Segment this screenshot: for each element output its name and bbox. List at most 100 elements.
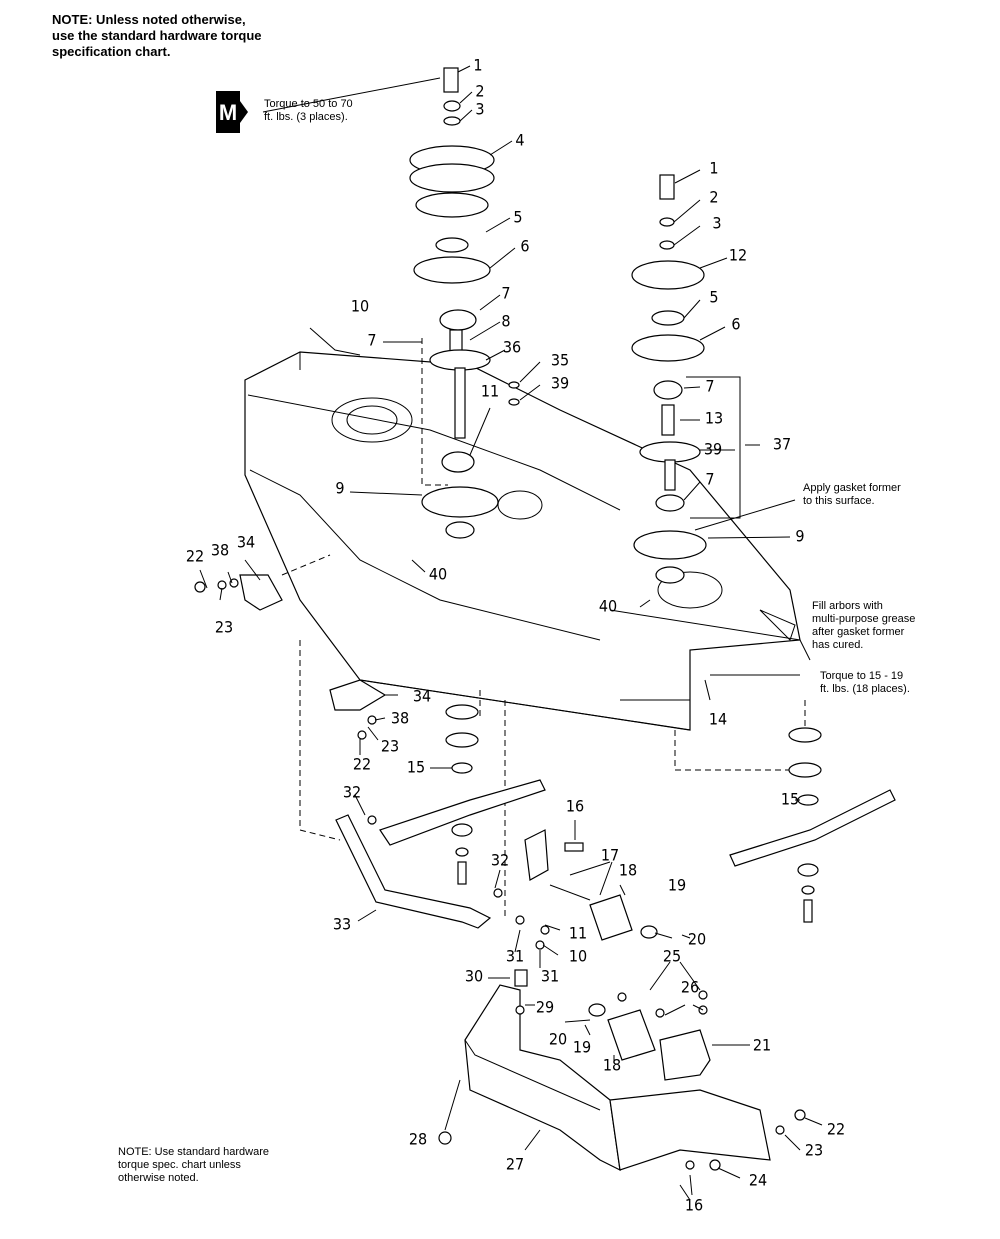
part-label-arbor-assembly-left: 36 [503,338,521,357]
bottom-note-line-3: otherwise noted. [118,1172,199,1184]
top-note-line-1: NOTE: Unless noted otherwise, [52,12,246,27]
part-label-mower-deck: 35 [551,351,569,370]
left-spindle-stack [409,67,520,539]
part-label-bracket-upper: 34 [237,533,255,552]
part-label-bolt-left: 1 [473,56,482,75]
m-torque-icon: M [216,91,248,133]
part-label-bolt-shield-bottom: 16 [685,1196,703,1215]
callout-torque-50-70: Torque to 50 to 70 ft. lbs. (3 places). [264,98,353,124]
part-label-roller-upper: 18 [619,861,637,880]
part-label-bearing-left-upper: 7 [501,284,510,303]
part-label-spindle-flange-right: 39 [704,440,722,459]
callout-gasket-line-1: Apply gasket former [803,482,901,494]
part-label-double-pulley: 4 [515,131,524,150]
part-label-washer-top: 10 [351,297,369,316]
brackets-left [194,554,387,740]
roller-upper-parts [515,829,658,950]
link-arm-parts [335,814,503,929]
part-label-housing-top-right: 6 [731,315,740,334]
part-label-bolt-shield: 28 [409,1130,427,1149]
part-label-lockwasher-bracket-upper: 23 [215,618,233,637]
top-note-line-2: use the standard hardware torque [52,28,262,43]
part-label-housing-bottom-left: 9 [335,479,344,498]
bottom-note-line-2: torque spec. chart unless [118,1159,241,1171]
part-label-housing-top-left: 6 [520,237,529,256]
part-label-bolt-roller-bracket: 16 [566,797,584,816]
part-label-bracket-lower: 34 [413,687,431,706]
part-label-axle-pins: 17 [601,846,619,865]
part-label-fitting-left: 40 [429,565,447,584]
part-label-lockwasher-shield: 23 [805,1141,823,1160]
part-label-blade-bolt-right: 15 [781,790,799,809]
callout-arbors-line-3: after gasket former [812,626,905,638]
part-label-nut-top: 11 [481,382,499,401]
part-label-nut-mid: 11 [569,924,587,943]
part-label-washer-mid-3: 31 [541,967,559,986]
top-note-line-3: specification chart. [52,44,171,59]
part-label-spindle-right: 13 [705,409,723,428]
part-label-bolt-arm-lower: 32 [491,851,509,870]
m-badge-letter: M [219,100,237,125]
part-label-washer-bracket-upper: 38 [211,541,229,560]
part-label-washer-mid: 31 [506,947,524,966]
callout-arbors-line-4: has cured. [812,639,864,651]
callout-torque-50-70-line-2: ft. lbs. (3 places). [264,111,348,123]
part-label-housing-bottom-right: 9 [795,527,804,546]
right-spindle-stack [631,174,741,584]
callout-arbors-line-1: Fill arbors with [812,600,883,612]
callout-gasket: Apply gasket former to this surface. [803,482,901,508]
part-label-bolt-right: 1 [709,159,718,178]
part-label-screw-clip: 29 [536,998,554,1017]
part-label-washer-right: 3 [712,214,721,233]
callout-gasket-line-2: to this surface. [803,495,875,507]
part-label-washer-bracket-lower: 38 [391,709,409,728]
part-label-nut-bracket-lower: 22 [353,755,371,774]
part-label-link-arm: 33 [333,915,351,934]
part-label-lockwasher-bracket-lower: 23 [381,737,399,756]
bottom-note-line-1: NOTE: Use standard hardware [118,1146,270,1158]
callout-torque-15-19-line-1: Torque to 15 - 19 [820,670,904,682]
part-label-nut-shield: 22 [827,1120,845,1139]
part-label-spacer-left: 5 [513,208,522,227]
part-label-single-pulley: 12 [729,246,747,265]
part-label-washers-roller-bracket: 26 [681,978,699,997]
part-label-shield: 27 [506,1155,524,1174]
part-label-pin-roller-upper: 20 [688,930,706,949]
part-label-lockwasher-left: 2 [475,82,484,101]
part-label-bolt-arm-upper: 32 [343,783,361,802]
part-label-fitting-right: 40 [599,597,617,616]
part-label-bearing-right-upper: 7 [705,377,714,396]
callout-arbors-line-2: multi-purpose grease [812,613,916,625]
shield-parts [438,969,806,1201]
top-note: NOTE: Unless noted otherwise, use the st… [52,12,352,60]
part-label-spindle-left: 8 [501,312,510,331]
leader-lines [199,65,823,1196]
part-label-washer-roller-upper: 19 [668,876,686,895]
mower-deck [244,351,811,731]
part-label-washer-roller-lower: 19 [573,1038,591,1057]
right-blade-assembly [674,700,896,923]
part-label-blade-bolt-left: 15 [407,758,425,777]
callout-torque-15-19: Torque to 15 - 19 ft. lbs. (18 places). [820,670,910,696]
part-label-lockwasher-right: 2 [709,188,718,207]
part-label-bearing-right-lower: 7 [705,470,714,489]
part-label-bearing-left-lower: 7 [367,331,376,350]
part-label-roller-lower: 18 [603,1056,621,1075]
part-label-pin-roller-lower: 20 [549,1030,567,1049]
part-label-bolt-deck: 14 [709,710,727,729]
part-label-spindle-flange-left: 39 [551,374,569,393]
callout-torque-15-19-line-2: ft. lbs. (18 places). [820,683,910,695]
part-label-arbor-assembly-right: 37 [773,435,791,454]
part-label-washer-left: 3 [475,100,484,119]
bottom-note: NOTE: Use standard hardware torque spec.… [118,1146,318,1185]
callout-torque-50-70-line-1: Torque to 50 to 70 [264,98,353,110]
part-label-bolt-shield-right: 24 [749,1171,767,1190]
part-label-washer-mid-2: 10 [569,947,587,966]
part-label-spacer-right: 5 [709,288,718,307]
part-label-nuts-roller-bracket: 25 [663,947,681,966]
part-label-nut-bracket-upper: 22 [186,547,204,566]
left-blade-assembly [299,640,546,920]
part-label-roller-bracket: 21 [753,1036,771,1055]
